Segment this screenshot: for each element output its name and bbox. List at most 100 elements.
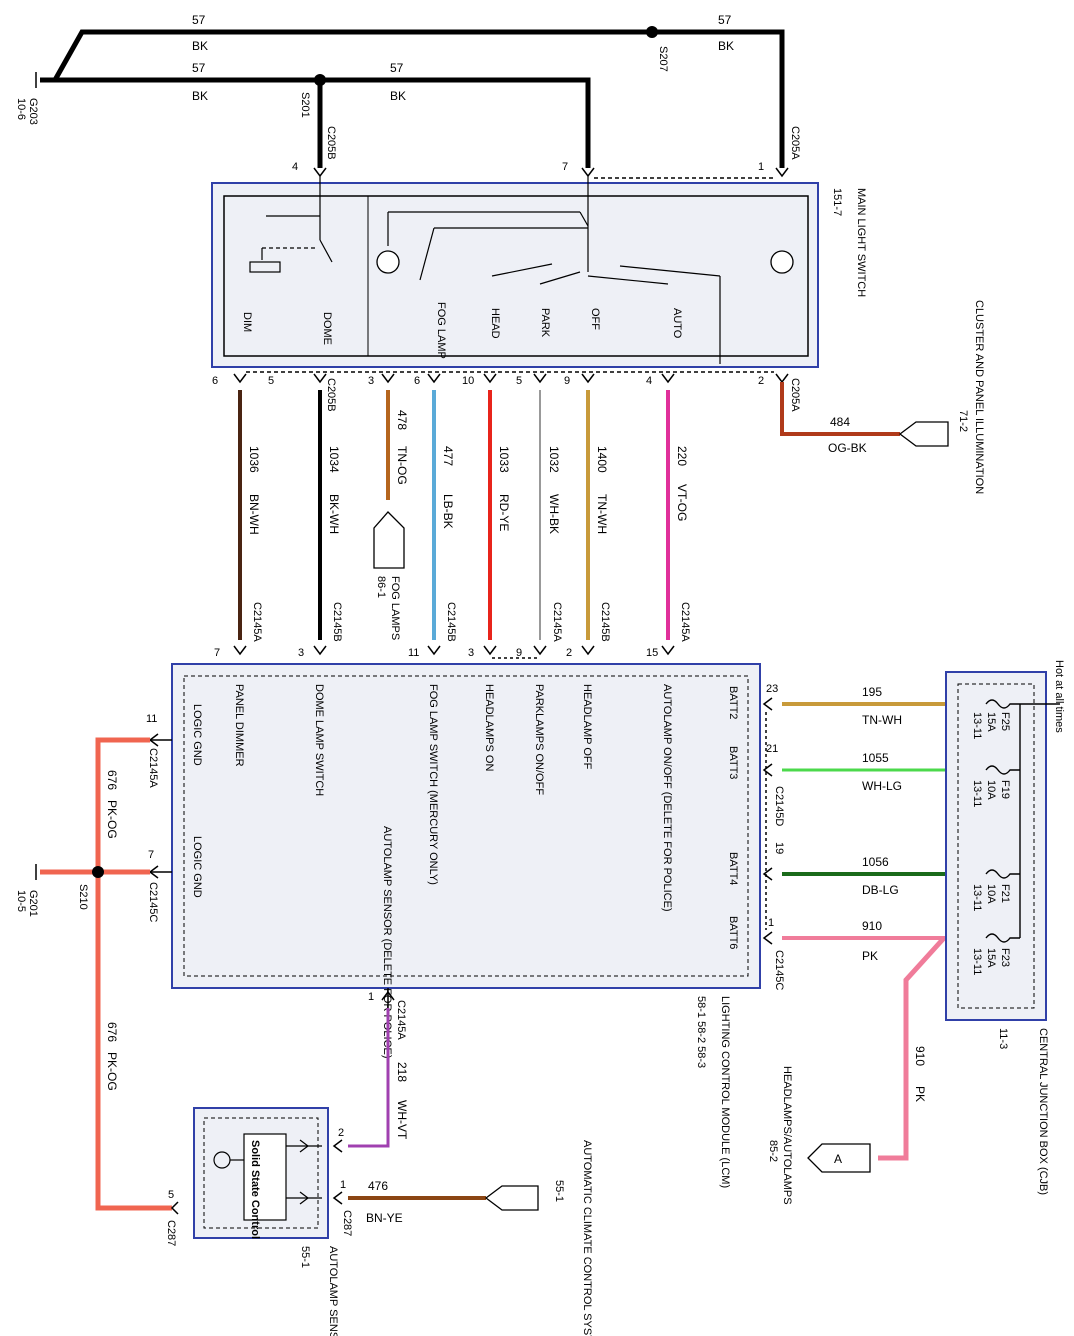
fuse-f21-amps: 10A xyxy=(985,884,997,904)
wire-1033-circuit: 1033 xyxy=(497,446,511,473)
switch-top-pin-1: 1 xyxy=(758,161,764,173)
wire-676-lower-circuit: 676 xyxy=(105,1022,119,1042)
ground-g201-page: 10-5 xyxy=(15,890,27,912)
lcm-batt-pins xyxy=(762,697,773,945)
wire-1036-color: BN-WH xyxy=(247,494,261,535)
ground-lower-circuit: 57 xyxy=(192,61,206,75)
climate-page: 55-1 xyxy=(553,1180,565,1202)
lcm-top-pin-3: 11 xyxy=(408,647,419,659)
lcm-logic-connector-c2145c: C2145C xyxy=(147,882,159,922)
lcm-batt3: BATT3 xyxy=(727,746,739,779)
wire-1055-circuit: 1055 xyxy=(862,751,889,765)
splice-s201-dot xyxy=(314,74,326,86)
lighting-control-module xyxy=(171,663,761,989)
headlamps-title: HEADLAMPS/AUTOLAMPS xyxy=(781,1066,793,1205)
batt-connector-c2145c: C2145C xyxy=(773,950,785,990)
lcm-top-connector-6: C2145B xyxy=(599,602,611,642)
switch-top-connector-c205b: C205B xyxy=(325,126,337,160)
sensor-pin-lcm xyxy=(381,988,395,1008)
lcm-func-headlamps-on: HEADLAMPS ON xyxy=(483,684,495,771)
lcm-top-pin-0: 7 xyxy=(214,647,220,659)
ground-right-top-color: BK xyxy=(718,39,734,53)
lcm-func-fog-lamp-switch: FOG LAMP SWITCH (MERCURY ONLY) xyxy=(427,684,439,885)
sensor-pin-5: 5 xyxy=(168,1189,174,1201)
wire-1036-circuit: 1036 xyxy=(247,446,261,473)
main-light-switch-page: 151-7 xyxy=(831,188,843,216)
splice-s201: S201 xyxy=(299,92,311,118)
wire-1032-color: WH-BK xyxy=(547,494,561,534)
splice-s210-dot xyxy=(92,866,104,878)
switch-bottom-pin-2: 2 xyxy=(758,375,764,387)
switch-bottom-pins xyxy=(233,371,789,384)
switch-pos-head: HEAD xyxy=(489,308,501,339)
wire-1034-color: BK-WH xyxy=(327,494,341,534)
ground-right-mid-circuit: 57 xyxy=(390,61,404,75)
splice-s207: S207 xyxy=(657,46,669,72)
headlamps-wire-color: PK xyxy=(913,1086,927,1102)
ground-g201-id: G201 xyxy=(27,890,39,917)
sensor-lcm-connector: C2145A xyxy=(395,1000,407,1040)
switch-bottom-pin-10: 10 xyxy=(462,375,474,387)
switch-bottom-connector-c205b: C205B xyxy=(325,378,337,412)
lcm-top-connector-7: C2145A xyxy=(679,602,691,642)
wire-218-color: WH-VT xyxy=(395,1100,409,1140)
fuse-f25-amps: 15A xyxy=(985,712,997,732)
autolamp-sensor-page: 55-1 xyxy=(299,1246,311,1268)
lcm-func-headlamp-off: HEADLAMP OFF xyxy=(581,684,593,770)
autolamp-sensor-pins xyxy=(170,1139,343,1215)
sensor-connector-c287-right: C287 xyxy=(341,1210,353,1236)
switch-bottom-pin-5: 5 xyxy=(268,375,274,387)
wire-195-color: TN-WH xyxy=(862,713,902,727)
lcm-top-pins xyxy=(233,645,675,659)
splice-s210: S210 xyxy=(77,884,89,910)
cjb-page: 11-3 xyxy=(997,1028,1009,1049)
switch-pos-fog-lamp: FOG LAMP xyxy=(435,302,447,359)
switch-pos-auto: AUTO xyxy=(671,308,683,339)
wire-220-circuit: 220 xyxy=(675,446,689,466)
lcm-title: LIGHTING CONTROL MODULE (LCM) xyxy=(719,996,731,1188)
lcm-autolamp-sensor-label: AUTOLAMP SENSOR (DELETE FOR POLICE) xyxy=(381,826,393,1058)
fuse-f21-id: F21 xyxy=(999,884,1011,903)
switch-top-pins xyxy=(313,167,789,179)
fuse-f19-amps: 10A xyxy=(985,780,997,800)
wire-477-circuit: 477 xyxy=(441,446,455,466)
lcm-batt4: BATT4 xyxy=(727,852,739,885)
cjb-hot-label: Hot at all times xyxy=(1053,660,1065,733)
lcm-top-connector-5: C2145A xyxy=(551,602,563,642)
lcm-top-pin-7: 15 xyxy=(646,647,658,659)
wire-1056-color: DB-LG xyxy=(862,883,899,897)
lcm-logic-gnd-upper: LOGIC GND xyxy=(191,704,203,766)
climate-title: AUTOMATIC CLIMATE CONTROL SYSTEM xyxy=(581,1140,593,1336)
fuse-f25-id: F25 xyxy=(999,712,1011,731)
switch-bottom-pin-9: 9 xyxy=(564,375,570,387)
wire-476-color: BN-YE xyxy=(366,1211,403,1225)
wire-195-circuit: 195 xyxy=(862,685,882,699)
wire-218-circuit: 218 xyxy=(395,1062,409,1082)
autolamp-sensor-title: AUTOLAMP SENSOR xyxy=(327,1246,339,1336)
lcm-top-pin-1: 3 xyxy=(298,647,304,659)
fuse-f19-page: 13-11 xyxy=(971,780,983,807)
headlamps-connector-letter: A xyxy=(834,1152,842,1166)
wire-910-color: PK xyxy=(862,949,878,963)
batt-pin-23: 23 xyxy=(766,683,778,695)
lcm-func-dome-lamp-switch: DOME LAMP SWITCH xyxy=(313,684,325,796)
cjb-title: CENTRAL JUNCTION BOX (CJB) xyxy=(1037,1028,1049,1195)
switch-top-connector-c205a: C205A xyxy=(789,126,801,160)
main-light-switch xyxy=(211,176,819,368)
wire-1032-circuit: 1032 xyxy=(547,446,561,473)
cluster-connector xyxy=(898,421,949,447)
wire-1034-circuit: 1034 xyxy=(327,446,341,473)
switch-bottom-pin-6b: 6 xyxy=(414,375,420,387)
main-light-switch-title: MAIN LIGHT SWITCH xyxy=(855,188,867,297)
central-junction-box xyxy=(945,671,1060,1021)
lcm-func-panel-dimmer: PANEL DIMMER xyxy=(233,684,245,767)
switch-pos-dome: DOME xyxy=(321,312,333,345)
wire-1400-color: TN-WH xyxy=(595,494,609,534)
lcm-logic-pin-11: 11 xyxy=(146,713,157,725)
switch-bottom-pin-3: 3 xyxy=(368,375,374,387)
lcm-func-autolamp-onoff: AUTOLAMP ON/OFF (DELETE FOR POLICE) xyxy=(661,684,673,912)
fuse-f25-page: 13-11 xyxy=(971,712,983,739)
batt-pin-1: 1 xyxy=(768,917,774,929)
switch-pos-off: OFF xyxy=(589,308,601,330)
lcm-top-connector-0: C2145A xyxy=(251,602,263,642)
